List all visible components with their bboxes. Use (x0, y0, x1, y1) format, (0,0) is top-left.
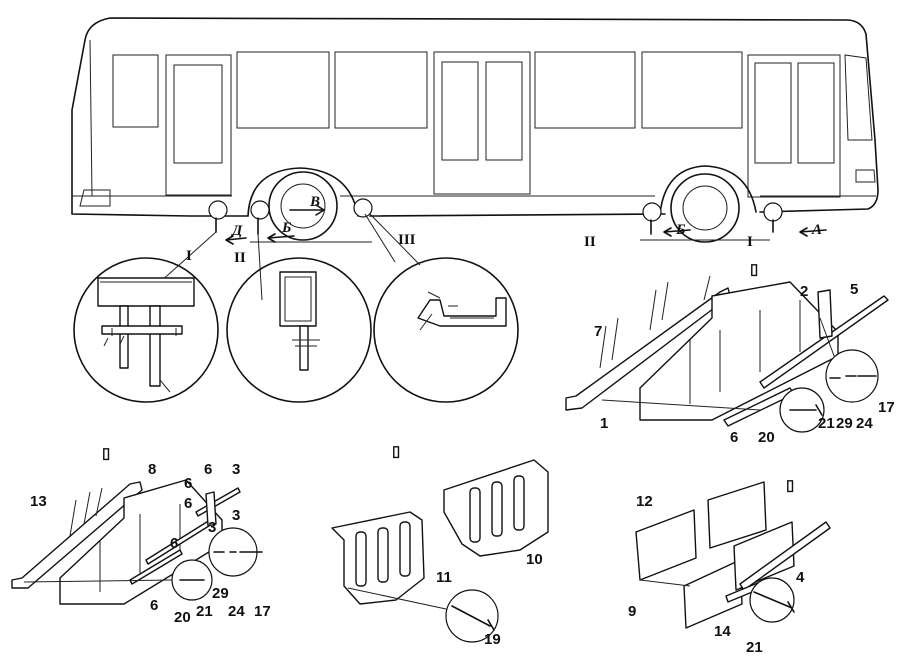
part-label: 6 (150, 597, 158, 614)
view-arrow-label: Б (675, 222, 686, 238)
part-label: 6 (184, 475, 192, 492)
part-label: 6 (730, 429, 738, 446)
detail-circle-I (73, 257, 219, 403)
part-label: 6 (170, 535, 178, 552)
part-label: 3 (208, 519, 216, 536)
part-label: 17 (254, 603, 271, 620)
bus-side-view (71, 17, 879, 301)
part-label: 21 (196, 603, 213, 620)
assembly-bottom-center (331, 459, 549, 643)
detail-circle-III (373, 257, 519, 403)
part-label: 10 (526, 551, 543, 568)
part-label: 14 (714, 623, 731, 640)
part-label: 20 (758, 429, 775, 446)
part-label: 6 (184, 495, 192, 512)
detail-circle-II (226, 257, 372, 403)
part-label: 4 (796, 569, 805, 586)
view-glyph: ▯ (750, 261, 758, 278)
part-label: 29 (836, 415, 853, 432)
part-label: 1 (600, 415, 608, 432)
view-glyph: ▯ (102, 445, 110, 462)
part-label: 20 (174, 609, 191, 626)
roman-marker: I (747, 234, 753, 250)
part-label: 8 (148, 461, 156, 478)
assembly-bottom-left (11, 479, 263, 605)
part-label: 13 (30, 493, 47, 510)
part-label: 11 (436, 569, 452, 586)
view-arrow-label: А (811, 222, 822, 238)
view-arrow-label: Б (281, 220, 292, 236)
part-label: 9 (628, 603, 636, 620)
part-label: 2 (800, 283, 808, 300)
front-wheel (670, 173, 740, 243)
part-label: 3 (232, 507, 240, 524)
part-label: 3 (232, 461, 240, 478)
roman-marker: II (584, 234, 596, 250)
view-glyph: ▯ (786, 477, 794, 494)
part-label: 6 (204, 461, 212, 478)
view-arrow-label: В (309, 194, 320, 210)
rear-wheel (268, 171, 338, 241)
part-label: 7 (594, 323, 602, 340)
assembly-bottom-right (635, 481, 831, 629)
roman-marker: II (234, 250, 246, 266)
part-label: 5 (850, 281, 858, 298)
roman-marker: III (398, 232, 416, 248)
part-label: 21 (818, 415, 835, 432)
part-label: 21 (746, 639, 763, 656)
bus-outline (71, 17, 879, 217)
view-glyph: ▯ (392, 443, 400, 460)
part-label: 17 (878, 399, 895, 416)
part-label: 24 (856, 415, 873, 432)
part-label: 12 (636, 493, 653, 510)
roman-marker: I (186, 248, 192, 264)
part-label: 24 (228, 603, 245, 620)
part-label: 19 (484, 631, 501, 648)
part-label: 29 (212, 585, 229, 602)
assembly-top-right (565, 275, 889, 433)
view-arrow-label: Д (230, 223, 243, 239)
